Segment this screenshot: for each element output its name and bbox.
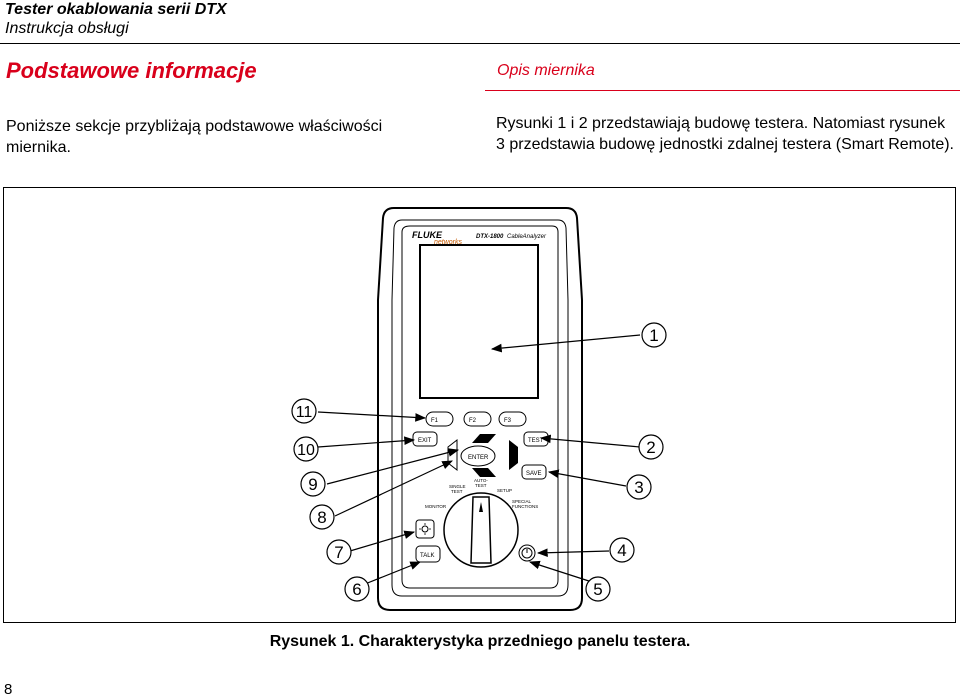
arrow-right-icon [509,440,518,470]
running-header-subtitle: Instrukcja obsługi [5,20,129,37]
svg-text:4: 4 [617,541,626,560]
header-divider [0,43,960,44]
exit-key: EXIT [412,431,438,447]
f1-key: F1 [425,411,454,427]
svg-text:SETUP: SETUP [497,488,512,493]
svg-text:AUTO-: AUTO- [474,478,488,483]
figure-caption: Rysunek 1. Charakterystyka przedniego pa… [269,633,691,650]
svg-text:SPECIAL: SPECIAL [512,499,532,504]
callout-leaders [317,334,641,585]
arrow-down-icon [472,468,496,477]
svg-text:DTX-1800: DTX-1800 [476,234,504,240]
svg-text:TEST: TEST [528,438,544,444]
f3-key: F3 [498,411,527,427]
fluke-logo: FLUKE networks [412,230,463,246]
callout-6: 6 [344,576,370,602]
svg-text:F2: F2 [469,418,477,424]
svg-text:7: 7 [334,543,343,562]
section-title: Podstawowe informacje [6,58,257,83]
callout-11: 11 [291,398,317,424]
svg-text:SINGLE: SINGLE [449,484,466,489]
svg-text:2: 2 [646,438,655,457]
power-key [518,544,536,562]
test-key: TEST [523,431,549,447]
talk-key: TALK [415,545,441,563]
sun-icon [421,525,429,533]
svg-text:CableAnalyzer: CableAnalyzer [507,234,547,240]
svg-text:3: 3 [634,478,643,497]
svg-text:F3: F3 [504,418,512,424]
svg-text:FLUKE: FLUKE [412,230,443,240]
svg-text:SAVE: SAVE [526,471,542,477]
svg-text:networks: networks [434,239,463,246]
svg-text:ENTER: ENTER [468,455,489,461]
callout-10: 10 [293,436,319,462]
svg-text:MONITOR: MONITOR [425,504,447,509]
svg-text:5: 5 [593,580,602,599]
svg-text:6: 6 [352,580,361,599]
enter-key [460,445,496,467]
svg-text:FUNCTIONS: FUNCTIONS [512,504,538,509]
f2-key: F2 [463,411,492,427]
svg-text:TEST: TEST [475,483,487,488]
svg-text:11: 11 [296,404,313,421]
section-intro: Poniższe sekcje przybliżają podstawowe w… [6,118,383,156]
svg-text:8: 8 [317,508,326,527]
callout-5: 5 [585,576,611,602]
svg-text:TALK: TALK [420,553,435,559]
callout-3: 3 [626,474,652,500]
page-number: 8 [4,681,13,698]
svg-text:9: 9 [308,475,317,494]
svg-text:EXIT: EXIT [418,438,432,444]
navigation-pad: ENTER [447,434,518,477]
subsection-title: Opis miernika [497,62,595,79]
svg-text:TEST: TEST [451,489,463,494]
subsection-body: Rysunki 1 i 2 przedstawiają budowę teste… [496,115,954,153]
callout-4: 4 [609,537,635,563]
callout-2: 2 [638,434,664,460]
svg-text:10: 10 [297,442,315,459]
arrow-up-icon [472,434,496,443]
tester-body [377,207,583,611]
figure-frame [3,187,956,623]
backlight-key [415,519,435,539]
model-label: DTX-1800 CableAnalyzer [476,234,547,240]
dial-knob [470,496,492,564]
arrow-left-icon [447,438,458,472]
save-key: SAVE [521,464,547,480]
rotary-dial: MONITOR SINGLE TEST AUTO- TEST SETUP SPE… [425,478,538,568]
lcd-screen [419,244,539,399]
running-header-title: Tester okablowania serii DTX [5,1,227,18]
callout-9: 9 [300,471,326,497]
callout-1: 1 [641,322,667,348]
callout-7: 7 [326,539,352,565]
svg-text:F1: F1 [431,418,439,424]
subsection-divider [485,90,960,91]
callout-8: 8 [309,504,335,530]
svg-text:1: 1 [649,326,658,345]
